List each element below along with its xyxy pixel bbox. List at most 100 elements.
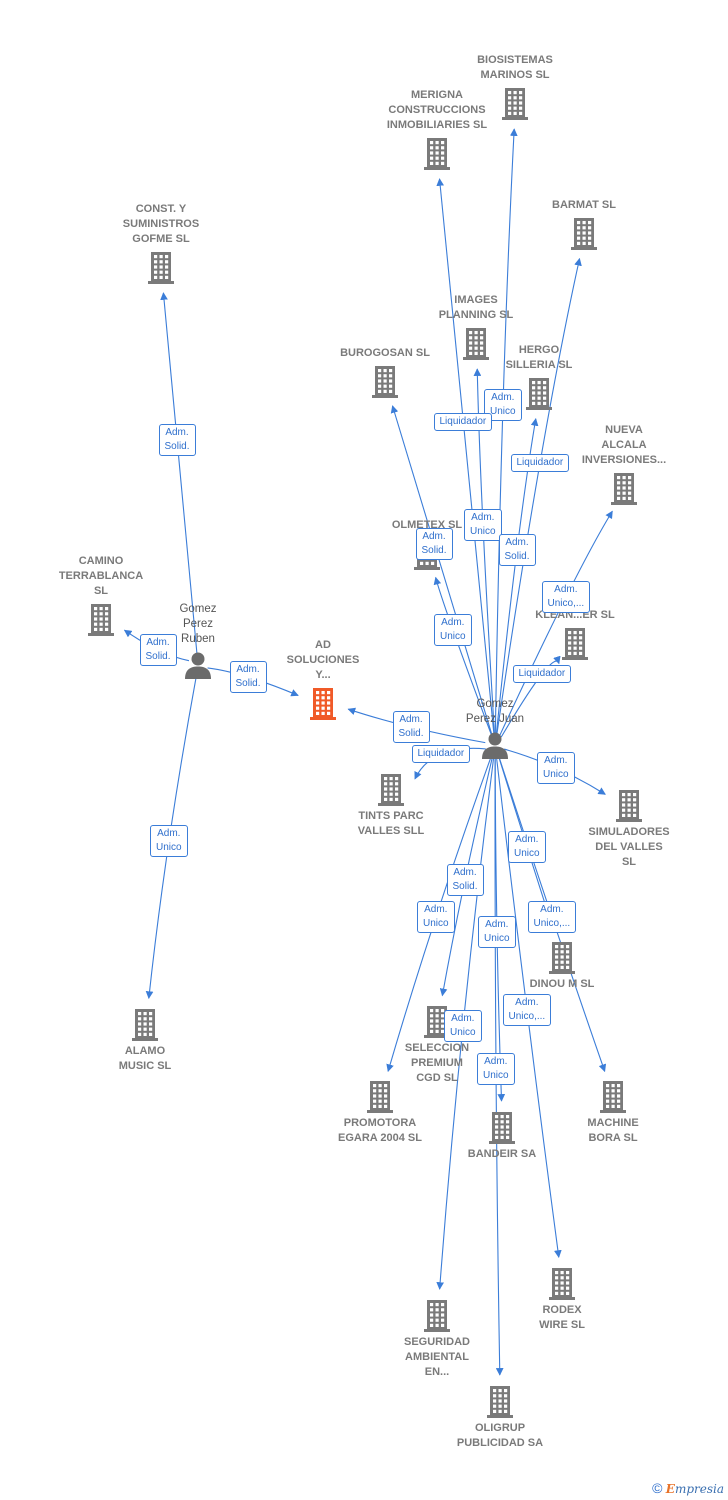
node-label-juan[interactable]: Gomez Perez Juan xyxy=(465,698,525,725)
building-icon xyxy=(372,366,398,398)
edge-label-ruben-const[interactable]: Adm. Solid. xyxy=(158,424,196,456)
node-label-simuladores[interactable]: SIMULADORES DEL VALLES SL xyxy=(588,826,670,868)
building-icon-bandeir[interactable] xyxy=(487,1110,517,1149)
building-icon-tints[interactable] xyxy=(376,772,406,811)
node-label-hergo[interactable]: HERGO SILLERIA SL xyxy=(505,344,573,371)
building-icon xyxy=(526,378,552,410)
building-icon-seguridad[interactable] xyxy=(422,1298,452,1337)
node-label-tints[interactable]: TINTS PARC VALLES SLL xyxy=(357,810,425,837)
building-icon xyxy=(616,790,642,822)
person-icon-ruben[interactable] xyxy=(183,650,213,685)
building-icon-burogosan[interactable] xyxy=(370,364,400,403)
building-icon xyxy=(487,1386,513,1418)
node-label-rodex[interactable]: RODEX WIRE SL xyxy=(539,1304,585,1331)
building-icon xyxy=(562,628,588,660)
building-icon xyxy=(424,1300,450,1332)
node-label-machine[interactable]: MACHINE BORA SL xyxy=(587,1117,639,1144)
building-icon xyxy=(424,1006,450,1038)
edge-label-juan-hergo[interactable]: Adm. Solid. xyxy=(498,534,536,566)
building-icon xyxy=(424,138,450,170)
edge-label-juan-olmetex[interactable]: Adm. Unico xyxy=(434,614,472,646)
footer-brand: © Empresia xyxy=(652,1480,724,1496)
node-label-dinou[interactable]: DINOU M SL xyxy=(529,978,595,990)
edge-label-juan-barmat[interactable]: Liquidador xyxy=(510,454,570,472)
node-label-images[interactable]: IMAGES PLANNING SL xyxy=(438,294,514,321)
building-icon-alamo[interactable] xyxy=(130,1007,160,1046)
building-icon xyxy=(502,88,528,120)
building-icon xyxy=(367,1081,393,1113)
edge-label-ruben-alamo[interactable]: Adm. Unico xyxy=(150,825,188,857)
edge-juan-biosistemas xyxy=(494,128,518,736)
node-label-nueva[interactable]: NUEVA ALCALA INVERSIONES... xyxy=(581,424,667,466)
building-icon xyxy=(463,328,489,360)
node-label-camino[interactable]: CAMINO TERRABLANCA SL xyxy=(58,555,144,597)
edge-label-juan-oligrup[interactable]: Adm. Unico xyxy=(477,1053,515,1085)
node-label-merigna[interactable]: MERIGNA CONSTRUCCIONS INMOBILIARIES SL xyxy=(386,89,488,131)
building-icon-camino[interactable] xyxy=(86,602,116,641)
node-label-seleccion[interactable]: SELECCION PREMIUM CGD SL xyxy=(404,1042,470,1084)
edge-label-juan-seguridad[interactable]: Adm. Unico xyxy=(444,1010,482,1042)
building-icon xyxy=(549,942,575,974)
edge-label-ruben-ad[interactable]: Adm. Solid. xyxy=(229,661,267,693)
building-icon xyxy=(310,688,336,720)
building-icon-machine[interactable] xyxy=(598,1079,628,1118)
node-label-ad[interactable]: AD SOLUCIONES Y... xyxy=(286,639,360,681)
building-icon xyxy=(132,1009,158,1041)
building-icon-promotora[interactable] xyxy=(365,1079,395,1118)
edge-label-juan-dinou[interactable]: Adm. Unico xyxy=(508,831,546,863)
edge-label-juan-tints[interactable]: Liquidador xyxy=(411,745,471,763)
edge-label-juan-burogosan[interactable]: Adm. Solid. xyxy=(415,528,453,560)
edge-label-juan-seleccion[interactable]: Adm. Solid. xyxy=(446,864,484,896)
edge-label-juan-rodex[interactable]: Adm. Unico,... xyxy=(502,994,552,1026)
node-label-ruben[interactable]: Gomez Perez Ruben xyxy=(179,603,217,645)
building-icon-nueva[interactable] xyxy=(609,471,639,510)
person-icon xyxy=(482,732,508,759)
node-label-biosistemas[interactable]: BIOSISTEMAS MARINOS SL xyxy=(477,54,553,81)
building-icon xyxy=(600,1081,626,1113)
building-icon-oligrup[interactable] xyxy=(485,1384,515,1423)
node-label-const[interactable]: CONST. Y SUMINISTROS GOFME SL xyxy=(122,203,200,245)
building-icon-images[interactable] xyxy=(461,326,491,365)
brand-name[interactable]: Empresia xyxy=(665,1482,724,1496)
node-label-promotora[interactable]: PROMOTORA EGARA 2004 SL xyxy=(338,1117,422,1144)
node-label-alamo[interactable]: ALAMO MUSIC SL xyxy=(118,1045,172,1072)
building-icon xyxy=(378,774,404,806)
edge-label-juan-ad[interactable]: Adm. Solid. xyxy=(392,711,430,743)
edge-juan-burogosan xyxy=(390,405,493,736)
building-icon-barmat[interactable] xyxy=(569,216,599,255)
building-icon-merigna[interactable] xyxy=(422,136,452,175)
building-icon-klean[interactable] xyxy=(560,626,590,665)
node-label-burogosan[interactable]: BUROGOSAN SL xyxy=(340,347,430,359)
edge-label-juan-klean[interactable]: Liquidador xyxy=(512,665,572,683)
person-icon xyxy=(185,652,211,679)
building-icon xyxy=(611,473,637,505)
building-icon-rodex[interactable] xyxy=(547,1266,577,1305)
building-icon xyxy=(571,218,597,250)
building-icon xyxy=(148,252,174,284)
building-icon xyxy=(489,1112,515,1144)
edge-label-juan-promotora[interactable]: Adm. Unico xyxy=(417,901,455,933)
person-icon-juan[interactable] xyxy=(480,730,510,765)
edge-label-juan-nueva[interactable]: Adm. Unico,... xyxy=(541,581,591,613)
building-icon xyxy=(549,1268,575,1300)
building-icon-hergo[interactable] xyxy=(524,376,554,415)
edge-label-ruben-camino[interactable]: Adm. Solid. xyxy=(139,634,177,666)
building-icon-const[interactable] xyxy=(146,250,176,289)
edge-label-juan-simuladores[interactable]: Adm. Unico xyxy=(537,752,575,784)
building-icon-dinou[interactable] xyxy=(547,940,577,979)
node-label-seguridad[interactable]: SEGURIDAD AMBIENTAL EN... xyxy=(403,1336,470,1378)
node-label-barmat[interactable]: BARMAT SL xyxy=(552,199,616,211)
node-label-bandeir[interactable]: BANDEIR SA xyxy=(467,1148,537,1160)
building-icon-biosistemas[interactable] xyxy=(500,86,530,125)
edge-label-juan-machine[interactable]: Adm. Unico,... xyxy=(527,901,577,933)
copyright-symbol: © xyxy=(652,1480,663,1496)
edge-label-juan-merigna[interactable]: Liquidador xyxy=(433,413,493,431)
building-icon-ad[interactable] xyxy=(308,686,338,725)
building-icon xyxy=(88,604,114,636)
edge-label-juan-images[interactable]: Adm. Unico xyxy=(464,509,502,541)
node-label-oligrup[interactable]: OLIGRUP PUBLICIDAD SA xyxy=(456,1422,544,1449)
building-icon-simuladores[interactable] xyxy=(614,788,644,827)
edge-label-juan-bandeir[interactable]: Adm. Unico xyxy=(478,916,516,948)
building-icon-seleccion[interactable] xyxy=(422,1004,452,1043)
